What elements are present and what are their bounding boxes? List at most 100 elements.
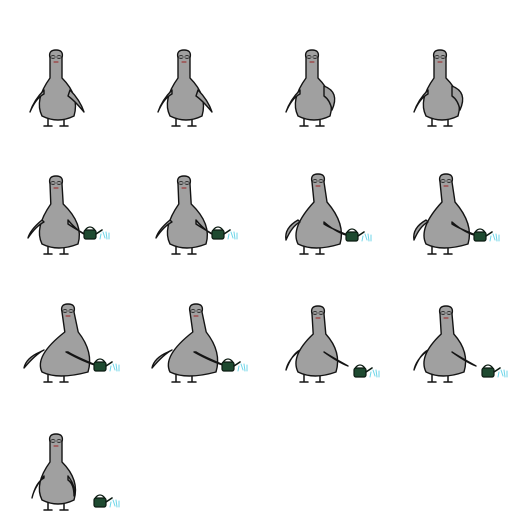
watering-can-spout: [357, 231, 365, 237]
creature-body: [295, 305, 339, 377]
watering-can-handle: [94, 358, 106, 363]
left-arm: [413, 89, 429, 113]
sprite-frame: [384, 128, 512, 256]
watering-can-icon: [83, 229, 97, 240]
sprite-canvas: [285, 305, 380, 383]
sprite-canvas: [27, 175, 110, 255]
left-arm: [31, 475, 45, 499]
sprite-frame: [256, 128, 384, 256]
right-arm: [67, 89, 85, 113]
sprite-canvas: [31, 433, 120, 511]
water-splash: [497, 369, 508, 378]
watering-can-handle: [94, 494, 106, 499]
sprite-frame: [0, 0, 128, 128]
sprite-canvas: [285, 173, 372, 255]
right-pupil: [58, 440, 60, 442]
right-pupil: [186, 56, 188, 58]
right-pupil: [448, 180, 450, 182]
water-splash: [489, 233, 500, 242]
left-pupil: [52, 440, 54, 442]
sprite-frame: [256, 0, 384, 128]
right-pupil: [58, 56, 60, 58]
right-pupil: [448, 312, 450, 314]
left-arm: [285, 219, 301, 241]
creature-body: [38, 175, 81, 249]
watering-can-handle: [482, 364, 494, 369]
right-pupil: [186, 182, 188, 184]
sprite-canvas: [29, 49, 85, 127]
sprite-frame: [0, 128, 128, 256]
creature-body: [38, 433, 77, 505]
watering-can-handle: [346, 228, 358, 233]
watering-can-spout: [233, 361, 241, 367]
left-pupil: [314, 180, 316, 182]
right-pupil: [198, 310, 200, 312]
creature-body: [295, 173, 343, 249]
watering-can-handle: [212, 226, 224, 231]
creature-body: [423, 305, 467, 377]
left-pupil: [52, 56, 54, 58]
right-pupil: [320, 180, 322, 182]
right-pupil: [320, 312, 322, 314]
watering-can-icon: [211, 229, 225, 240]
sprite-canvas: [285, 49, 336, 127]
watering-can-handle: [354, 364, 366, 369]
left-pupil: [180, 182, 182, 184]
right-pupil: [70, 310, 72, 312]
creature-body: [38, 49, 77, 121]
left-arm: [151, 349, 173, 369]
watering-can-icon: [345, 231, 359, 242]
sprite-canvas: [413, 305, 508, 383]
left-arm: [23, 349, 45, 369]
sprite-canvas: [413, 49, 464, 127]
left-pupil: [52, 182, 54, 184]
left-pupil: [442, 312, 444, 314]
sprite-canvas: [413, 173, 500, 255]
watering-can-icon: [93, 361, 107, 372]
watering-can-spout: [105, 497, 113, 503]
watering-can-icon: [473, 231, 487, 242]
creature-body: [294, 49, 333, 121]
right-arm: [195, 89, 213, 113]
right-arm: [323, 351, 349, 367]
right-arm: [67, 475, 76, 497]
left-arm: [29, 89, 45, 113]
water-splash: [109, 363, 120, 372]
sprite-frame: [384, 0, 512, 128]
watering-can-spout: [365, 367, 373, 373]
sprite-frame: [128, 0, 256, 128]
watering-can-spout: [95, 229, 103, 235]
watering-can-handle: [474, 228, 486, 233]
creature-body: [166, 175, 209, 249]
watering-can-spout: [485, 231, 493, 237]
watering-can-handle: [222, 358, 234, 363]
water-splash: [361, 233, 372, 242]
sprite-frame: [0, 256, 128, 384]
left-pupil: [442, 180, 444, 182]
watering-can-spout: [223, 229, 231, 235]
left-arm: [413, 219, 429, 241]
left-arm: [413, 349, 429, 371]
creature-body: [167, 303, 219, 377]
left-pupil: [314, 312, 316, 314]
right-arm: [323, 85, 336, 111]
sprite-frame: [384, 256, 512, 384]
water-splash: [109, 499, 120, 508]
left-pupil: [180, 56, 182, 58]
creature-body: [166, 49, 205, 121]
creature-body: [422, 49, 461, 121]
water-splash: [99, 231, 110, 240]
left-pupil: [64, 310, 66, 312]
left-pupil: [436, 56, 438, 58]
sprite-frame: [128, 256, 256, 384]
left-arm: [285, 89, 301, 113]
left-arm: [27, 219, 45, 239]
creature-body: [423, 173, 471, 249]
left-pupil: [308, 56, 310, 58]
left-arm: [285, 349, 301, 371]
sprite-canvas: [23, 303, 120, 383]
watering-can-spout: [105, 361, 113, 367]
creature-body: [39, 303, 91, 377]
